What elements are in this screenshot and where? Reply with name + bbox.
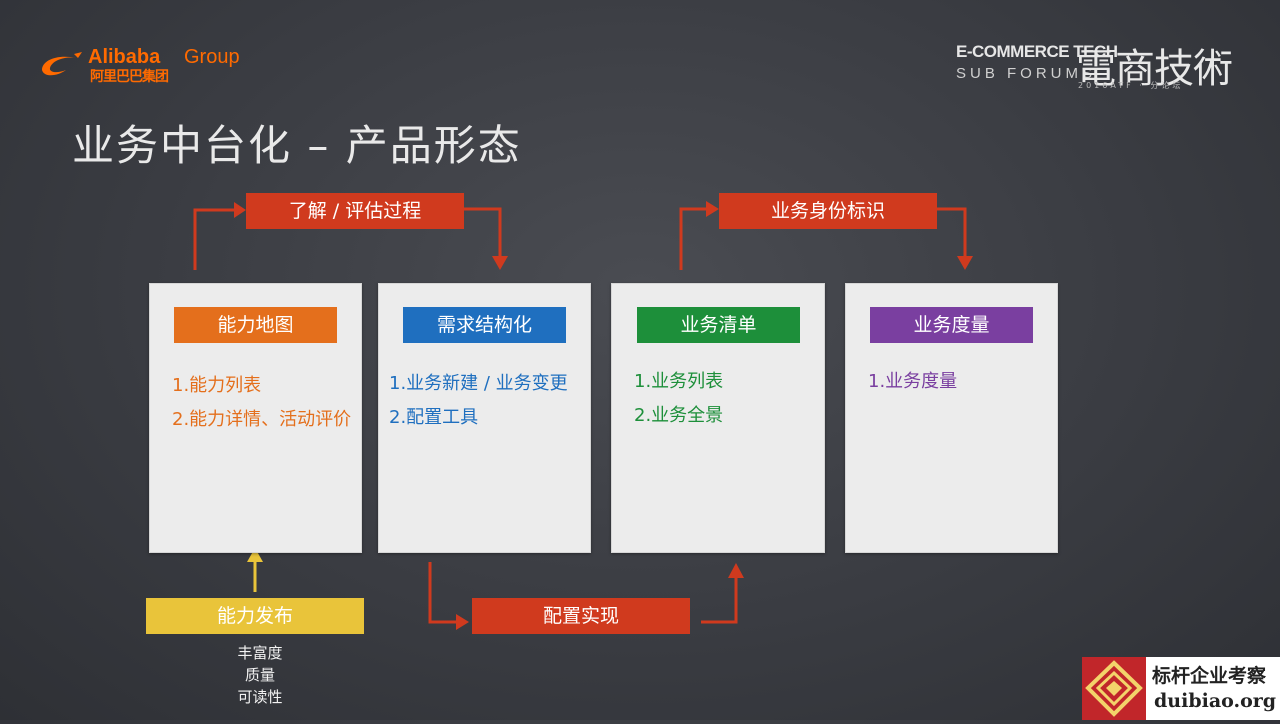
alibaba-smile-icon: [42, 52, 82, 76]
card-capability-map: 能力地图 1.能力列表 2.能力详情、活动评价: [149, 283, 362, 553]
arrow-config-out-head: [728, 563, 744, 578]
logo-cn-text: 阿里巴巴集团: [90, 69, 169, 85]
forum-line2: SUB FORUMS: [956, 65, 1097, 82]
note-item: 质量: [244, 666, 275, 684]
arrow-evaluate-in: [193, 208, 234, 270]
list-item: 1.能力列表: [172, 375, 262, 396]
logo-group-text: Group: [184, 46, 240, 68]
alibaba-logo: Alibaba Group 阿里巴巴集团: [36, 44, 246, 85]
watermark-badge-icon: [1082, 657, 1146, 720]
arrow-config-out: [701, 576, 738, 624]
note-item: 丰富度: [237, 644, 283, 662]
publish-notes: 丰富度 质量 可读性: [210, 642, 310, 708]
watermark-site: duibiao.org: [1154, 690, 1277, 712]
card-items: 1.能力列表 2.能力详情、活动评价: [172, 369, 353, 437]
arrow-evaluate-in-head: [234, 202, 246, 218]
list-item: 1.业务新建 / 业务变更: [389, 373, 568, 394]
card-items: 1.业务新建 / 业务变更 2.配置工具: [389, 367, 582, 435]
label-capability-publish: 能力发布: [146, 598, 364, 634]
list-item: 1.业务列表: [634, 371, 724, 392]
forum-cn: 電商技術: [1076, 46, 1233, 92]
card-tag: 能力地图: [174, 307, 337, 343]
arrow-config-in-head: [456, 614, 469, 630]
arrow-identity-out: [937, 207, 967, 258]
label-business-identity: 业务身份标识: [719, 193, 937, 229]
logo-brand-text: Alibaba: [88, 46, 161, 68]
card-tag: 业务度量: [870, 307, 1033, 343]
card-business-list: 业务清单 1.业务列表 2.业务全景: [611, 283, 825, 553]
list-item: 2.能力详情、活动评价: [172, 409, 352, 430]
watermark: 标杆企业考察 duibiao.org: [1082, 657, 1280, 720]
label-evaluate-process: 了解 / 评估过程: [246, 193, 464, 229]
list-item: 2.业务全景: [634, 405, 724, 426]
arrow-config-in: [428, 562, 458, 624]
card-tag: 业务清单: [637, 307, 800, 343]
arrow-identity-in: [679, 207, 708, 270]
arrow-evaluate-out: [464, 207, 502, 258]
forum-line1: E-COMMERCE TECH: [956, 42, 1118, 61]
forum-sub: 2016ATF · 分论坛: [1078, 81, 1184, 90]
card-items: 1.业务列表 2.业务全景: [634, 365, 816, 433]
card-tag: 需求结构化: [403, 307, 566, 343]
watermark-title: 标杆企业考察: [1152, 665, 1267, 687]
label-config-implementation: 配置实现: [472, 598, 690, 634]
arrow-evaluate-out-head: [492, 256, 508, 270]
forum-logo: E-COMMERCE TECH SUB FORUMS 電商技術 2016ATF …: [950, 40, 1250, 96]
arrow-identity-in-head: [706, 201, 719, 217]
page-title: 业务中台化 – 产品形态: [72, 121, 522, 170]
arrow-identity-out-head: [957, 256, 973, 270]
note-item: 可读性: [237, 688, 283, 706]
arrow-publish-head: [247, 548, 263, 562]
card-business-metrics: 业务度量 1.业务度量: [845, 283, 1058, 553]
list-item: 1.业务度量: [868, 371, 958, 392]
card-items: 1.业务度量: [868, 365, 1049, 399]
list-item: 2.配置工具: [389, 407, 479, 428]
card-requirement-structure: 需求结构化 1.业务新建 / 业务变更 2.配置工具: [378, 283, 591, 553]
